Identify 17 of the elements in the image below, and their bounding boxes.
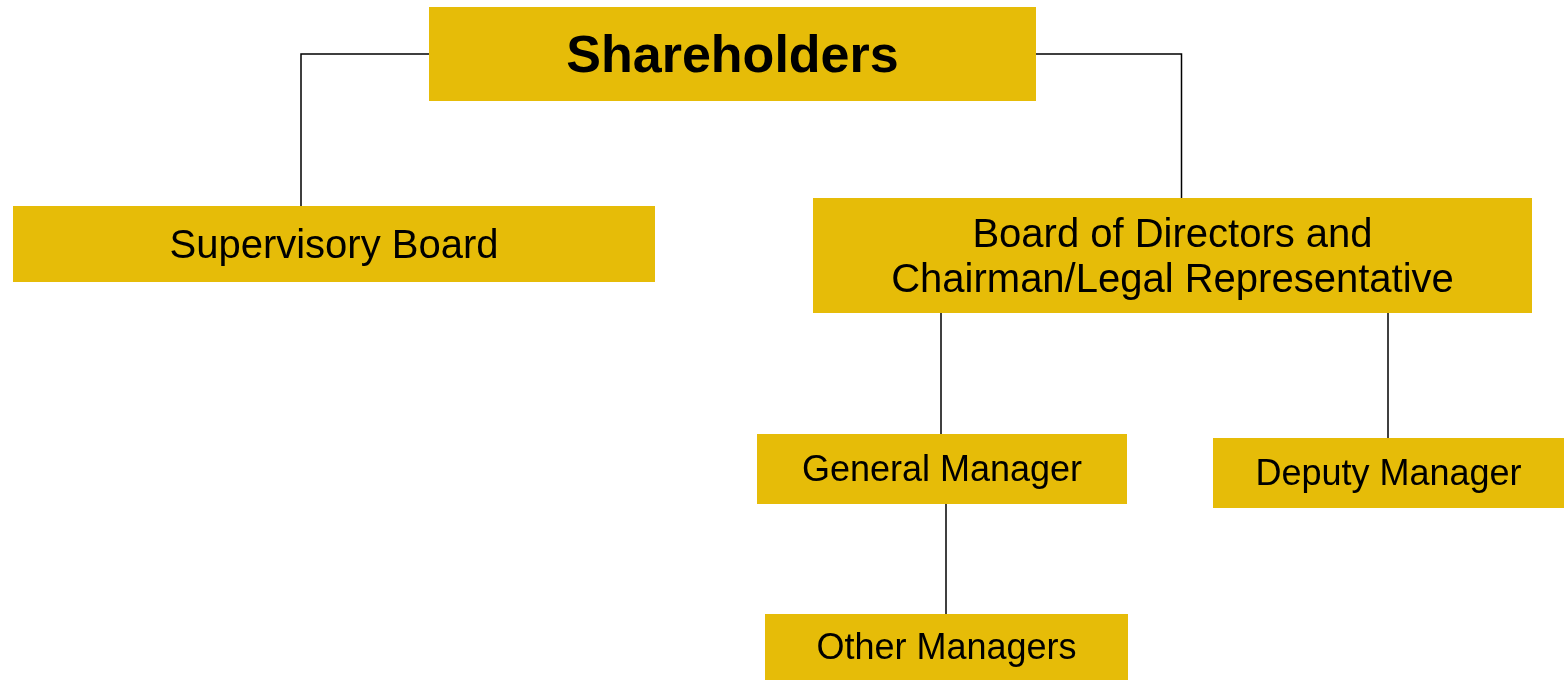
org-box — [757, 434, 1127, 504]
connector-line — [945, 503, 947, 615]
org-box — [13, 206, 655, 282]
box-label: Board of Directors and Chairman/Legal Representative — [890, 210, 1455, 301]
box-label: Supervisory Board — [169, 221, 499, 267]
box-label: General Manager — [801, 448, 1083, 490]
box-label: Shareholders — [566, 24, 899, 84]
box-label: Other Managers — [816, 626, 1077, 668]
org-box — [813, 198, 1532, 313]
connector-line — [940, 312, 942, 435]
org-box — [429, 7, 1036, 101]
connector-line — [1387, 312, 1389, 439]
org-box — [1213, 438, 1564, 508]
connector-line — [1035, 53, 1183, 199]
connector-line — [300, 53, 430, 207]
org-box — [765, 614, 1128, 680]
box-label: Deputy Manager — [1255, 452, 1522, 494]
